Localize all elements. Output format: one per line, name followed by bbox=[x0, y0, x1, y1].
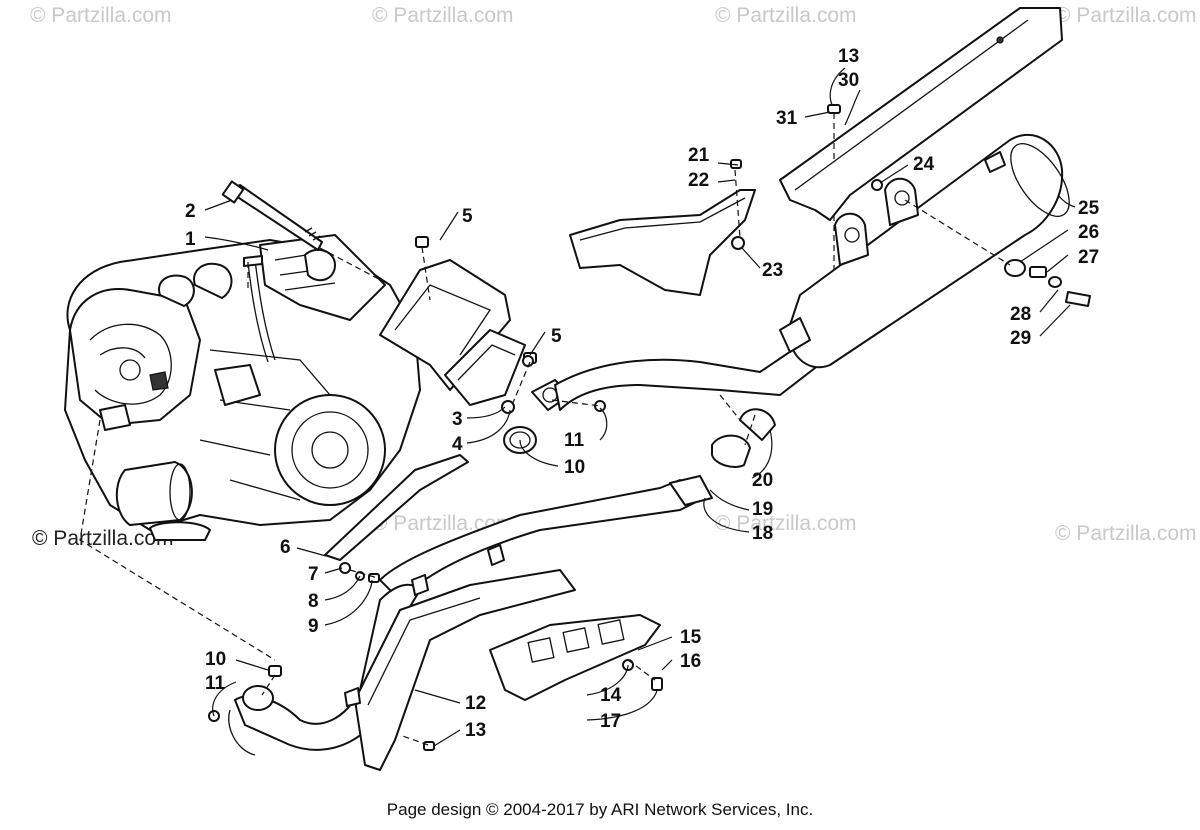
heat-shield-lower bbox=[344, 544, 576, 771]
callout-11: 11 bbox=[205, 673, 226, 694]
watermark: © Partzilla.com bbox=[715, 4, 857, 27]
watermarks: © Partzilla.com © Partzilla.com © Partzi… bbox=[30, 4, 1197, 550]
callout-9: 9 bbox=[308, 616, 319, 637]
callout-16: 16 bbox=[680, 651, 701, 672]
watermark: © Partzilla.com bbox=[30, 4, 172, 27]
front-pipe-upper bbox=[554, 344, 816, 411]
callout-24: 24 bbox=[913, 154, 935, 175]
callout-22: 22 bbox=[688, 170, 709, 191]
heat-shield-small bbox=[569, 159, 756, 296]
callout-7: 7 bbox=[308, 564, 319, 585]
callout-10: 10 bbox=[564, 457, 585, 478]
callout-21: 21 bbox=[688, 145, 710, 166]
callout-15: 15 bbox=[680, 627, 702, 648]
callout-26: 26 bbox=[1078, 222, 1099, 243]
callout-1: 1 bbox=[185, 229, 196, 250]
callout-3: 3 bbox=[452, 409, 463, 430]
watermark: © Partzilla.com bbox=[372, 512, 514, 535]
middle-pipe bbox=[379, 475, 713, 601]
callout-30: 30 bbox=[838, 70, 859, 91]
watermark: © Partzilla.com bbox=[1055, 4, 1197, 27]
clamp-joint bbox=[711, 408, 776, 468]
callout-19: 19 bbox=[752, 499, 773, 520]
callout-18: 18 bbox=[752, 523, 773, 544]
page-footer: Page design © 2004-2017 by ARI Network S… bbox=[386, 800, 814, 819]
callout-2: 2 bbox=[185, 201, 196, 222]
callout-29: 29 bbox=[1010, 328, 1031, 349]
callout-27: 27 bbox=[1078, 247, 1099, 268]
watermark: © Partzilla.com bbox=[1055, 522, 1197, 545]
long-bolt bbox=[221, 180, 323, 251]
watermark: © Partzilla.com bbox=[32, 527, 174, 550]
callout-13: 13 bbox=[465, 720, 486, 741]
callout-23: 23 bbox=[762, 260, 783, 281]
callout-12: 12 bbox=[465, 693, 486, 714]
callout-14: 14 bbox=[600, 685, 622, 706]
watermark: © Partzilla.com bbox=[715, 512, 857, 535]
muffler bbox=[779, 133, 1070, 369]
callout-20: 20 bbox=[752, 470, 773, 491]
callouts: 2 1 5 5 3 4 11 10 6 7 8 9 10 11 12 13 14… bbox=[185, 46, 1100, 741]
callout-13: 13 bbox=[838, 46, 859, 67]
watermark: © Partzilla.com bbox=[372, 4, 514, 27]
leader-lines bbox=[79, 67, 1076, 747]
callout-17: 17 bbox=[600, 711, 621, 732]
mount-hardware bbox=[1004, 259, 1091, 307]
callout-6: 6 bbox=[280, 537, 291, 558]
callout-4: 4 bbox=[452, 434, 463, 455]
engine bbox=[64, 234, 421, 541]
callout-11: 11 bbox=[564, 430, 585, 451]
callout-5: 5 bbox=[551, 326, 562, 347]
callout-31: 31 bbox=[776, 108, 798, 129]
callout-28: 28 bbox=[1010, 304, 1031, 325]
callout-5: 5 bbox=[462, 206, 473, 227]
muffler-heat-shield bbox=[779, 7, 1063, 221]
heat-shield-small-lower bbox=[489, 614, 663, 701]
callout-25: 25 bbox=[1078, 198, 1100, 219]
callout-8: 8 bbox=[308, 591, 319, 612]
callout-10: 10 bbox=[205, 649, 226, 670]
